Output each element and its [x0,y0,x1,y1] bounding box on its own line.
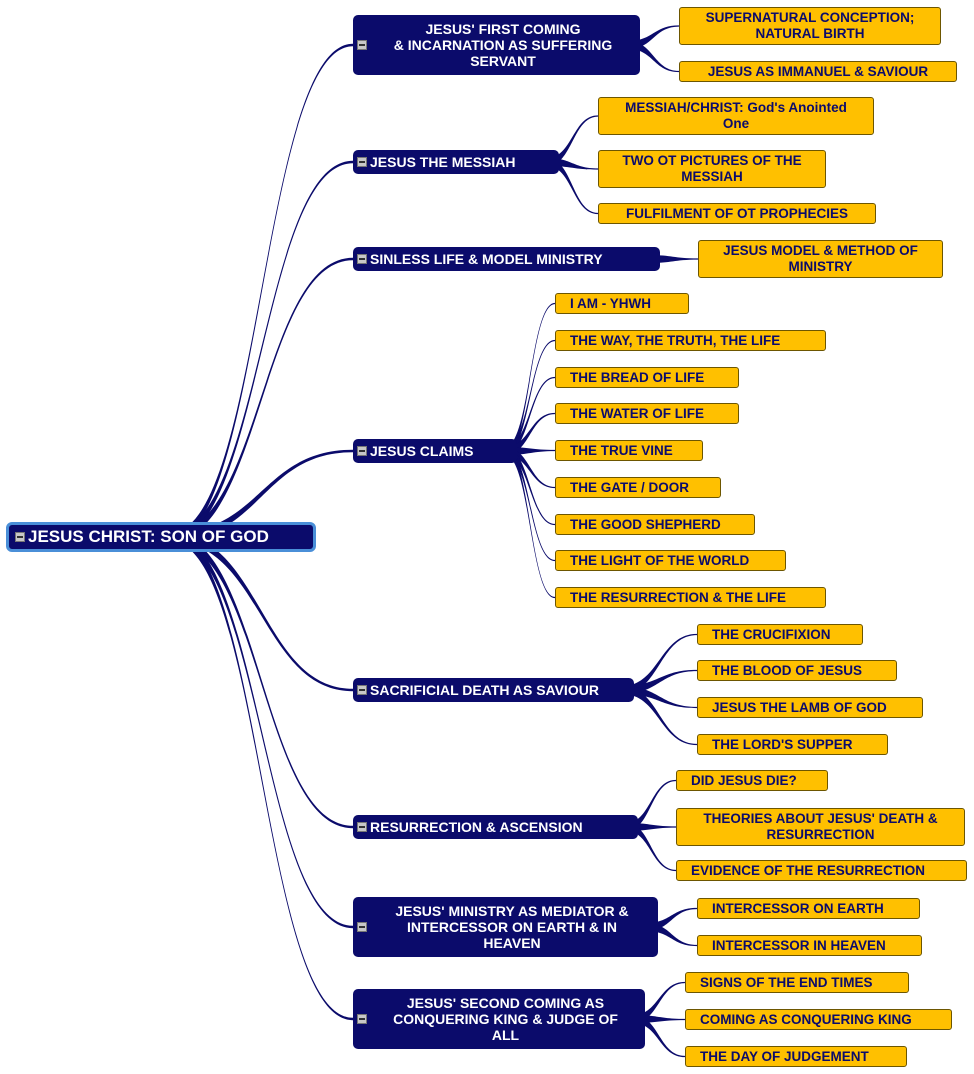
branch-label: SACRIFICIAL DEATH AS SAVIOUR [370,681,599,698]
leaf-node[interactable]: INTERCESSOR ON EARTH [697,898,920,919]
leaf-node[interactable]: FULFILMENT OF OT PROPHECIES [598,203,876,224]
leaf-node[interactable]: THE LIGHT OF THE WORLD [555,550,786,571]
leaf-node[interactable]: THE GOOD SHEPHERD [555,514,755,535]
leaf-node[interactable]: THE WATER OF LIFE [555,403,739,424]
branch-connector [547,158,598,170]
collapse-toggle-icon[interactable] [357,822,367,832]
leaf-node[interactable]: SIGNS OF THE END TIMES [685,972,909,993]
branch-connector [622,686,697,746]
branch-connector [505,447,555,562]
leaf-node[interactable]: THEORIES ABOUT JESUS' DEATH & RESURRECTI… [676,808,965,846]
branch-connector [628,41,679,73]
root-connector [170,160,353,542]
branch-connector [626,823,676,872]
leaf-node[interactable]: THE DAY OF JUDGEMENT [685,1046,907,1067]
branch-connector [505,376,555,455]
branch-connector [622,669,697,694]
root-connector [170,533,353,1021]
branch-connector [633,981,685,1023]
leaf-node[interactable]: THE BLOOD OF JESUS [697,660,897,681]
branch-connector [622,633,697,694]
leaf-node[interactable]: THE GATE / DOOR [555,477,721,498]
branch-connector [505,447,555,526]
branch-label: JESUS' MINISTRY AS MEDIATOR & INTERCESSO… [395,902,629,952]
collapse-toggle-icon[interactable] [357,685,367,695]
collapse-toggle-icon[interactable] [357,254,367,264]
branch-connector [547,115,598,166]
leaf-node[interactable]: DID JESUS DIE? [676,770,828,791]
leaf-node[interactable]: INTERCESSOR IN HEAVEN [697,935,922,956]
leaf-node[interactable]: TWO OT PICTURES OF THE MESSIAH [598,150,826,188]
root-node[interactable]: JESUS CHRIST: SON OF GOD [6,522,316,552]
collapse-toggle-icon[interactable] [357,446,367,456]
branch-node-second-coming[interactable]: JESUS' SECOND COMING AS CONQUERING KING … [353,989,645,1049]
leaf-node[interactable]: THE RESURRECTION & THE LIFE [555,587,826,608]
branch-connector [505,412,555,455]
root-connector [170,257,353,541]
branch-connector [505,302,555,455]
collapse-toggle-icon[interactable] [357,157,367,167]
branch-node-resurrection[interactable]: RESURRECTION & ASCENSION [353,815,638,839]
leaf-node[interactable]: JESUS MODEL & METHOD OF MINISTRY [698,240,943,278]
collapse-toggle-icon[interactable] [357,40,367,50]
leaf-node[interactable]: I AM - YHWH [555,293,689,314]
branch-node-first-coming[interactable]: JESUS' FIRST COMING & INCARNATION AS SUF… [353,15,640,75]
root-connector [170,533,353,692]
branch-node-sinless-life[interactable]: SINLESS LIFE & MODEL MINISTRY [353,247,660,271]
root-connector [170,533,353,929]
root-connector [170,533,353,829]
collapse-toggle-icon[interactable] [15,532,25,542]
branch-connector [646,923,697,947]
branch-connector [646,907,697,931]
branch-node-sacrificial-death[interactable]: SACRIFICIAL DEATH AS SAVIOUR [353,678,634,702]
root-connector [170,449,353,541]
root-connector [170,43,353,542]
leaf-node[interactable]: THE BREAD OF LIFE [555,367,739,388]
branch-label: JESUS' SECOND COMING AS CONQUERING KING … [393,994,618,1044]
branch-connector [505,339,555,455]
branch-label: JESUS' FIRST COMING & INCARNATION AS SUF… [393,20,613,70]
branch-connector [648,255,698,263]
leaf-node[interactable]: THE WAY, THE TRUTH, THE LIFE [555,330,826,351]
leaf-node[interactable]: THE TRUE VINE [555,440,703,461]
branch-connector [505,447,555,599]
leaf-node[interactable]: JESUS THE LAMB OF GOD [697,697,923,718]
collapse-toggle-icon[interactable] [357,1014,367,1024]
branch-connector [628,25,679,49]
branch-label: JESUS CLAIMS [370,442,474,459]
leaf-node[interactable]: EVIDENCE OF THE RESURRECTION [676,860,967,881]
leaf-node[interactable]: SUPERNATURAL CONCEPTION; NATURAL BIRTH [679,7,941,45]
branch-connector [547,158,598,215]
branch-connector [622,686,697,709]
leaf-node[interactable]: MESSIAH/CHRIST: God's Anointed One [598,97,874,135]
branch-node-mediator[interactable]: JESUS' MINISTRY AS MEDIATOR & INTERCESSO… [353,897,658,957]
branch-label: SINLESS LIFE & MODEL MINISTRY [370,250,603,267]
root-label: JESUS CHRIST: SON OF GOD [28,527,269,547]
branch-label: JESUS THE MESSIAH [370,153,516,170]
branch-node-messiah[interactable]: JESUS THE MESSIAH [353,150,559,174]
leaf-node[interactable]: THE CRUCIFIXION [697,624,863,645]
leaf-node[interactable]: THE LORD'S SUPPER [697,734,888,755]
leaf-node[interactable]: JESUS AS IMMANUEL & SAVIOUR [679,61,957,82]
collapse-toggle-icon[interactable] [357,922,367,932]
branch-node-claims[interactable]: JESUS CLAIMS [353,439,517,463]
leaf-node[interactable]: COMING AS CONQUERING KING [685,1009,952,1030]
branch-label: RESURRECTION & ASCENSION [370,818,583,835]
branch-connector [626,779,676,831]
branch-connector [633,1015,685,1058]
